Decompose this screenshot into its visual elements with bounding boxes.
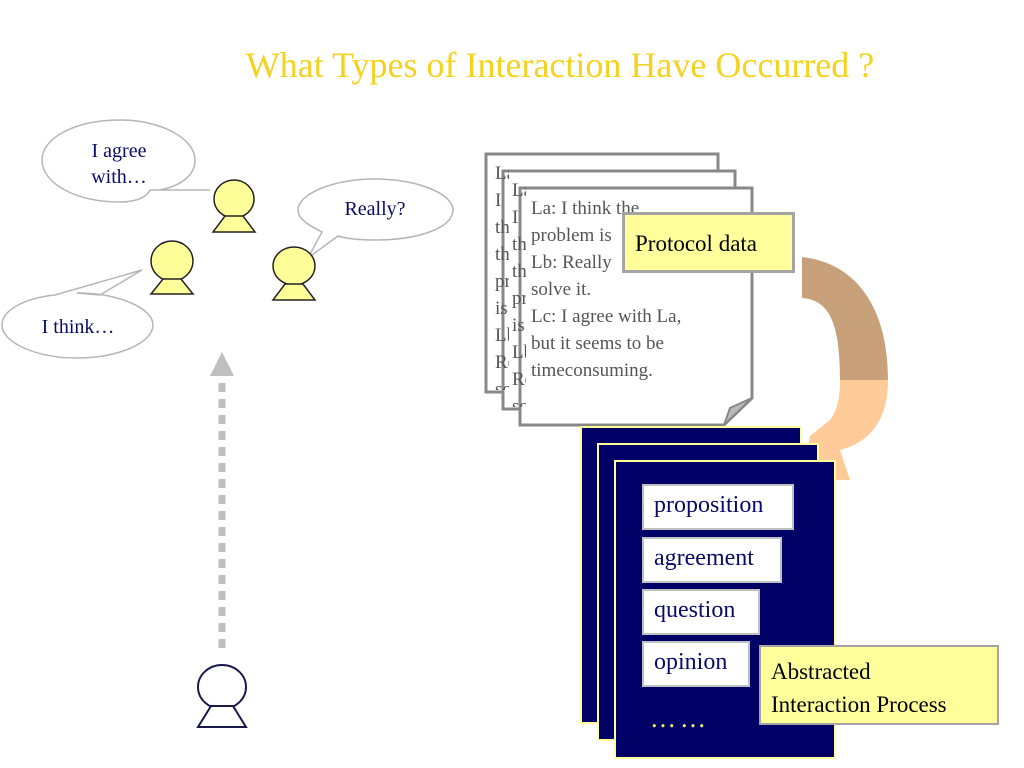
bubble-agree-text: I agree with… <box>91 140 147 188</box>
protocol-doc-back-2-text: La: I think the problem is Lb: Really so… <box>495 160 509 390</box>
speech-bubble-really <box>297 178 454 259</box>
bubble-really-text: Really? <box>344 198 406 220</box>
bubble-think-text: I think… <box>41 316 115 338</box>
abstracted-label-line1: Abstracted <box>771 659 871 684</box>
abstracted-label-line2: Interaction Process <box>771 692 947 717</box>
tag-opinion: opinion <box>642 641 750 687</box>
protocol-data-label: Protocol data <box>622 212 795 273</box>
person-icon-top <box>211 179 257 233</box>
tag-question: question <box>642 589 760 635</box>
conversion-arrow <box>802 257 888 480</box>
person-icon-left <box>149 240 195 295</box>
protocol-doc-back-1-lines: La: I think the problem is Lb: Really so… <box>512 180 526 407</box>
abstracted-process-label: Abstracted Interaction Process <box>759 645 999 725</box>
speech-bubble-agree <box>41 119 210 203</box>
tag-proposition: proposition <box>642 484 794 530</box>
protocol-doc-front-text: La: I think the problem is Lb: Really so… <box>531 198 682 381</box>
tag-agreement: agreement <box>642 537 782 583</box>
speech-bubble-think <box>1 269 154 359</box>
protocol-doc-back-1-text: La: I think the problem is Lb: Really so… <box>512 177 526 407</box>
protocol-doc-back-2-lines: La: I think the problem is Lb: Really so… <box>495 163 509 390</box>
page-title: What Types of Interaction Have Occurred … <box>245 45 875 85</box>
tag-ellipsis: …… <box>650 704 710 733</box>
person-icon-right <box>271 246 317 301</box>
observer-person-icon <box>196 664 248 728</box>
observation-arrow <box>210 352 234 648</box>
